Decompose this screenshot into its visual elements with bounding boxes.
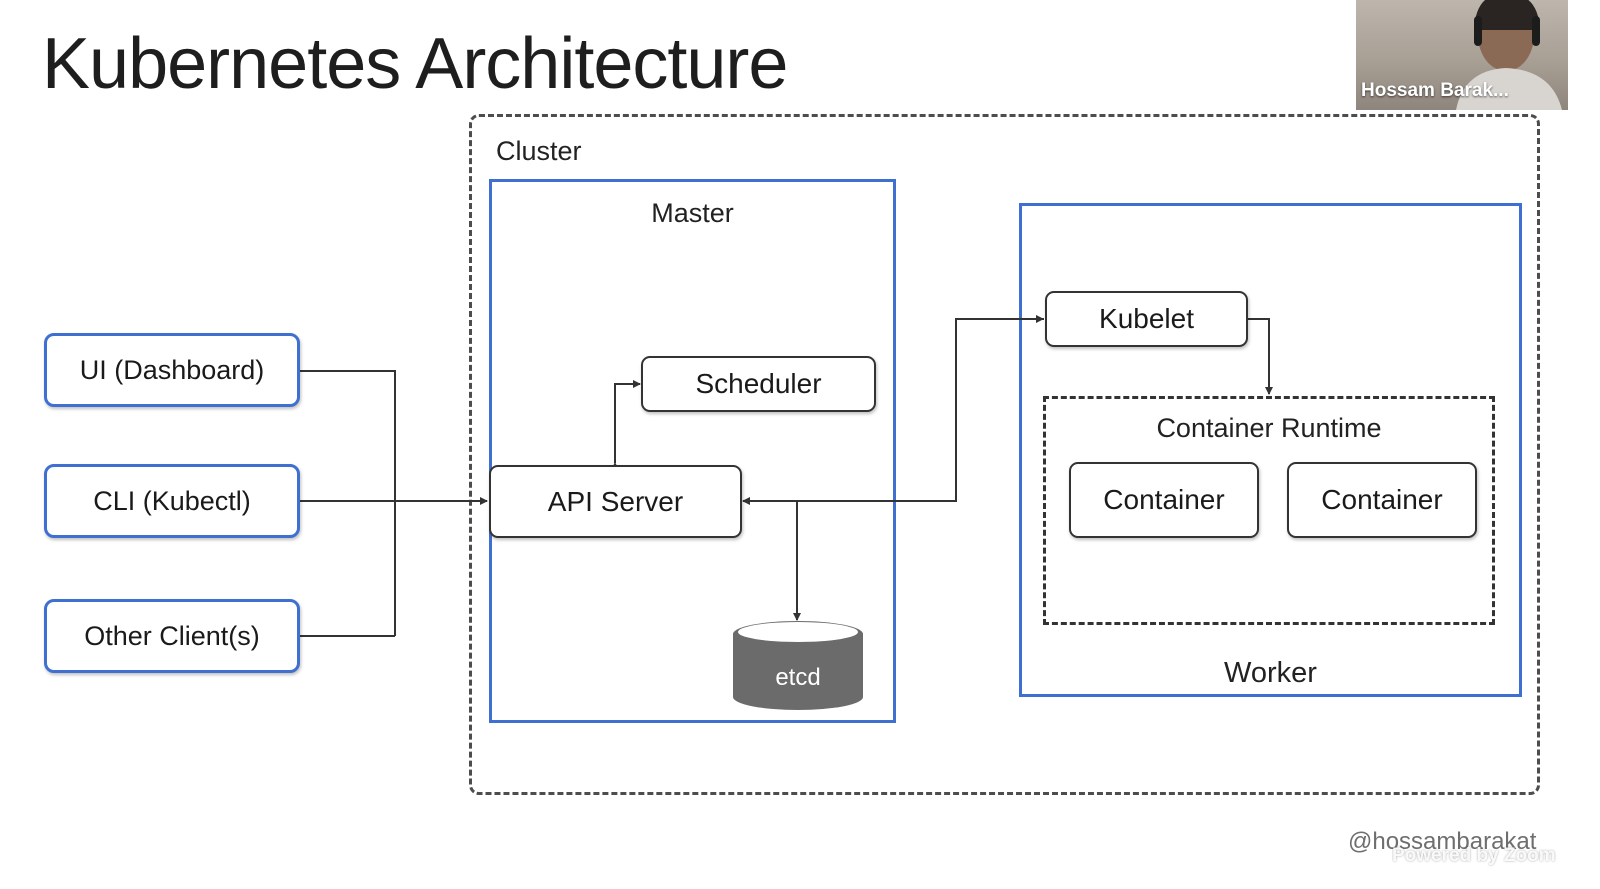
participant-video-tile[interactable]: Hossam Barak... xyxy=(1356,0,1568,110)
etcd-database-icon xyxy=(733,621,863,710)
zoom-powered-by-label: Powered by Zoom xyxy=(1392,845,1556,866)
container-box-2: Container xyxy=(1287,462,1477,538)
worker-node xyxy=(1019,203,1522,697)
cluster-boundary xyxy=(469,114,1540,795)
kubelet-box: Kubelet xyxy=(1045,291,1248,347)
master-label: Master xyxy=(651,198,734,228)
client-cli-kubectl: CLI (Kubectl) xyxy=(44,464,300,538)
container-runtime-boundary xyxy=(1043,396,1495,625)
master-node xyxy=(489,179,896,723)
api-to-scheduler-arrow xyxy=(611,380,641,470)
cluster-label: Cluster xyxy=(496,136,582,166)
ui-to-bus-line xyxy=(300,370,396,636)
client-ui-dashboard: UI (Dashboard) xyxy=(44,333,300,407)
participant-avatar xyxy=(1456,0,1562,110)
kubelet-to-runtime-arrow xyxy=(1248,318,1273,395)
etcd-label: etcd xyxy=(775,664,821,691)
container-runtime-label: Container Runtime xyxy=(1156,413,1382,443)
api-server-box: API Server xyxy=(489,465,742,538)
slide-title: Kubernetes Architecture xyxy=(42,24,788,104)
scheduler-box: Scheduler xyxy=(641,356,876,412)
container-box-1: Container xyxy=(1069,462,1259,538)
kubelet-to-api-arrow xyxy=(742,318,1044,505)
participant-name: Hossam Barak... xyxy=(1361,80,1509,101)
client-other: Other Client(s) xyxy=(44,599,300,673)
worker-label: Worker xyxy=(1224,657,1317,689)
author-watermark: @hossambarakat xyxy=(1348,828,1537,855)
